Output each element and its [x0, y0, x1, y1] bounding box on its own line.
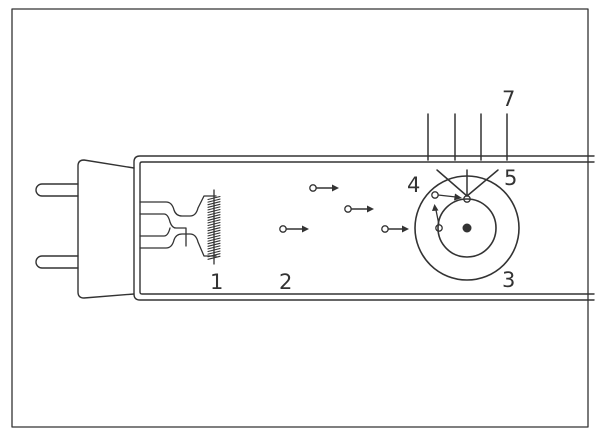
label-filament: 1	[210, 270, 223, 294]
orbit-electron	[435, 224, 443, 232]
label-ground-electron: 5	[504, 166, 517, 190]
filament-coil	[207, 189, 221, 265]
connector-pins	[35, 183, 79, 269]
label-excited-electron: 4	[407, 173, 420, 197]
electrode-holder	[139, 195, 217, 257]
electron-arrow	[279, 225, 309, 233]
electron-arrow	[344, 205, 374, 213]
excited-electron	[431, 191, 439, 199]
atom-inner-orbit	[437, 198, 497, 258]
label-tube-interior: 2	[279, 270, 292, 294]
free-electrons	[279, 184, 409, 233]
glass-tube	[133, 155, 595, 301]
atom-nucleus	[462, 223, 472, 233]
end-cap	[77, 159, 135, 299]
electron-arrow	[309, 184, 339, 192]
electron-arrow	[381, 225, 409, 233]
label-photons: 7	[502, 87, 515, 111]
label-atom: 3	[502, 268, 515, 292]
diagram-frame	[11, 8, 589, 428]
emitted-photons	[427, 113, 508, 197]
electron-transitions	[431, 191, 471, 232]
